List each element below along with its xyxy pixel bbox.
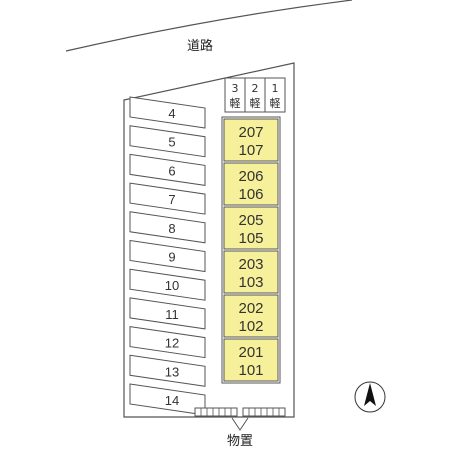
parking-spaces: 4 5 6 7 8 9 10 11 12 13 14: [129, 96, 206, 416]
unit-lower-number: 105: [238, 230, 263, 247]
unit-lower-number: 101: [238, 362, 263, 379]
parking-space-number: 13: [165, 364, 179, 379]
storage-sheds: 物置: [194, 407, 286, 449]
parking-space-11: 11: [129, 297, 206, 330]
light-space-type: 軽: [250, 97, 261, 110]
parking-space-number: 6: [168, 163, 175, 178]
unit-upper-number: 206: [238, 168, 263, 185]
building-outline: [221, 116, 281, 384]
unit-upper-number: 202: [238, 300, 263, 317]
storage-pointer: [231, 417, 249, 431]
parking-space-8: 8: [129, 211, 206, 244]
road-label: 道路: [187, 38, 213, 54]
unit-lower-number: 102: [238, 318, 263, 335]
parking-space-number: 12: [165, 336, 179, 351]
parking-space-12: 12: [129, 326, 206, 359]
north-arrow-icon: [354, 381, 386, 413]
storage-label: 物置: [227, 434, 253, 449]
parking-space-5: 5: [129, 125, 206, 158]
parking-space-number: 14: [165, 393, 179, 408]
light-space-1: 1軽: [264, 77, 286, 113]
road-edge: [65, 0, 353, 52]
unit-lower-number: 103: [238, 274, 263, 291]
parking-space-number: 5: [168, 135, 175, 150]
parking-space-7: 7: [129, 182, 206, 215]
storage-shed-left: [194, 407, 238, 417]
unit-lower-number: 107: [238, 142, 263, 159]
parking-space-10: 10: [129, 268, 206, 301]
parking-space-13: 13: [129, 354, 206, 387]
parking-space-9: 9: [129, 239, 206, 273]
light-space-type: 軽: [270, 97, 281, 110]
unit-upper-number: 207: [238, 124, 263, 141]
parking-space-14: 14: [129, 383, 206, 416]
parking-space-number: 7: [168, 192, 175, 207]
parking-space-6: 6: [129, 153, 206, 186]
light-space-2: 2軽: [244, 77, 266, 113]
parking-space-number: 9: [168, 250, 175, 265]
light-space-number: 2: [252, 82, 259, 95]
unit-upper-number: 201: [238, 344, 263, 361]
storage-shed-right: [242, 407, 286, 417]
unit-upper-number: 205: [238, 212, 263, 229]
parking-space-number: 11: [165, 307, 179, 322]
unit-lower-number: 106: [238, 186, 263, 203]
light-space-type: 軽: [230, 97, 241, 110]
light-space-number: 1: [272, 82, 279, 95]
parking-space-number: 10: [165, 278, 179, 293]
parking-space-number: 4: [168, 106, 175, 121]
light-space-3: 3軽: [224, 77, 246, 113]
unit-upper-number: 203: [238, 256, 263, 273]
light-space-number: 3: [232, 82, 239, 95]
parking-space-4: 4: [129, 96, 206, 129]
parking-space-number: 8: [168, 221, 175, 236]
